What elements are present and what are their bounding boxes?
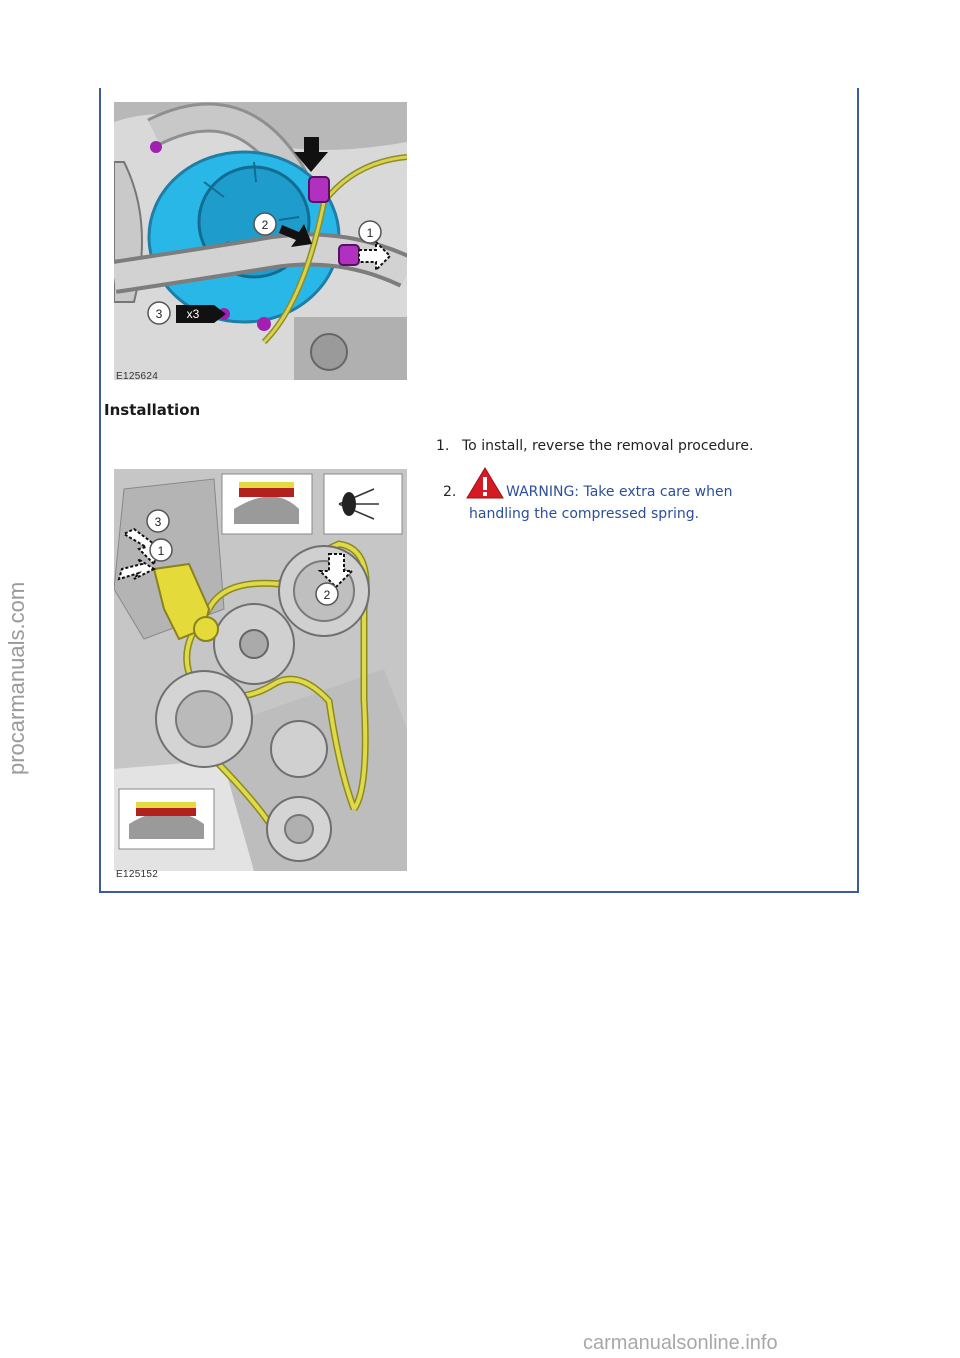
warning-triangle-icon	[466, 467, 504, 499]
section-heading: Installation	[104, 401, 201, 419]
multiplier-label: x3	[187, 307, 200, 321]
step-2: 2.	[443, 481, 469, 503]
callout-1: 1	[158, 544, 165, 558]
callout-1: 1	[367, 226, 374, 240]
alternator-illustration: 2 1 3 x3	[114, 102, 407, 380]
removal-figure: 2 1 3 x3	[114, 102, 407, 380]
step-1: 1. To install, reverse the removal proced…	[436, 435, 753, 457]
warning-text-line1: WARNING: Take extra care when	[506, 484, 733, 500]
callout-2: 2	[262, 218, 269, 232]
warning-text-line2: handling the compressed spring.	[469, 506, 700, 522]
removal-figure-code: E125624	[116, 371, 159, 382]
step-text: To install, reverse the removal procedur…	[462, 438, 754, 454]
step-number: 1.	[436, 438, 450, 454]
bottom-watermark: carmanualsonline.info	[583, 1332, 778, 1354]
side-watermark: procarmanuals.com	[4, 581, 29, 775]
callout-3: 3	[156, 307, 163, 321]
callout-2: 2	[324, 588, 331, 602]
content-frame	[99, 88, 859, 893]
installation-figure: 3 1 2	[114, 469, 407, 871]
installation-figure-code: E125152	[116, 869, 159, 880]
callout-3: 3	[155, 515, 162, 529]
drive-belt-illustration: 3 1 2	[114, 469, 407, 871]
step-number: 2.	[443, 484, 457, 500]
